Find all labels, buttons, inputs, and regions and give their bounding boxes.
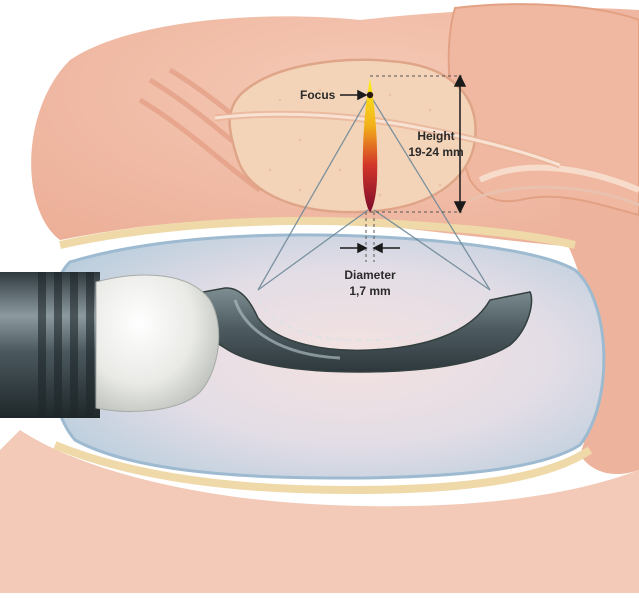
diameter-value-label: 1,7 mm [349, 284, 390, 298]
height-label: Height [417, 129, 454, 143]
diameter-label: Diameter [344, 268, 396, 282]
probe-shaft [0, 272, 100, 418]
focus-point [367, 92, 373, 98]
bladder-wall [449, 4, 639, 215]
height-value-label: 19-24 mm [408, 145, 463, 159]
probe-tip [96, 275, 219, 411]
focus-label: Focus [300, 88, 336, 102]
